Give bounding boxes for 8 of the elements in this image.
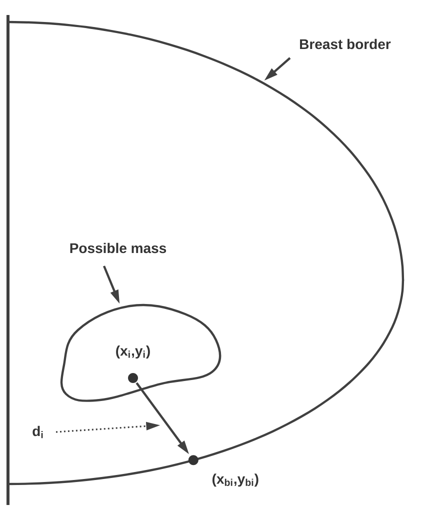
point-dot <box>188 455 198 466</box>
text-label: d$_{i}$ <box>32 426 43 438</box>
mass-outline <box>60 304 222 402</box>
point-label: (x$_{bi}$,y$_{bi}$) <box>212 474 258 487</box>
breast-border-curve <box>8 20 404 486</box>
point-dot <box>128 373 138 383</box>
point-label: (x$_{i}$,y$_{i}$) <box>116 345 150 359</box>
text-label: Possible mass <box>70 242 166 254</box>
